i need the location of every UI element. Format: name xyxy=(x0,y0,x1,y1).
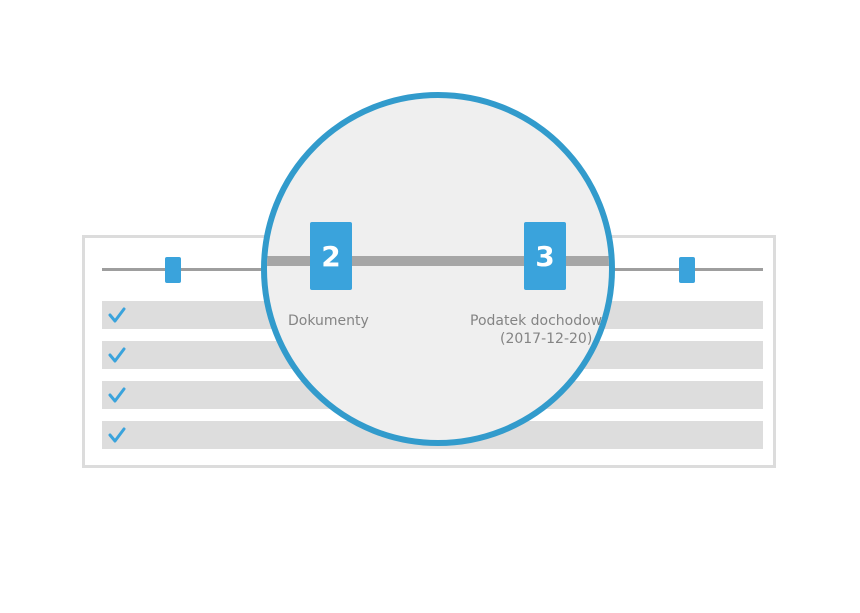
step-2-marker[interactable]: 2 xyxy=(310,222,352,290)
check-icon xyxy=(108,386,126,404)
timeline-step-marker-4[interactable] xyxy=(679,257,695,283)
step-3-label-line1: Podatek dochodowy xyxy=(470,313,611,329)
check-icon xyxy=(108,346,126,364)
step-2-label: Dokumenty xyxy=(288,313,369,329)
step-3-label-line2: (2017-12-20) xyxy=(500,331,593,347)
timeline-step-marker-1[interactable] xyxy=(165,257,181,283)
magnifier-lens: 2 3 Dokumenty Podatek dochodowy (2017-12… xyxy=(261,92,615,446)
check-icon xyxy=(108,306,126,324)
check-icon xyxy=(108,426,126,444)
zoomed-timeline-track xyxy=(267,256,609,266)
step-3-marker[interactable]: 3 xyxy=(524,222,566,290)
